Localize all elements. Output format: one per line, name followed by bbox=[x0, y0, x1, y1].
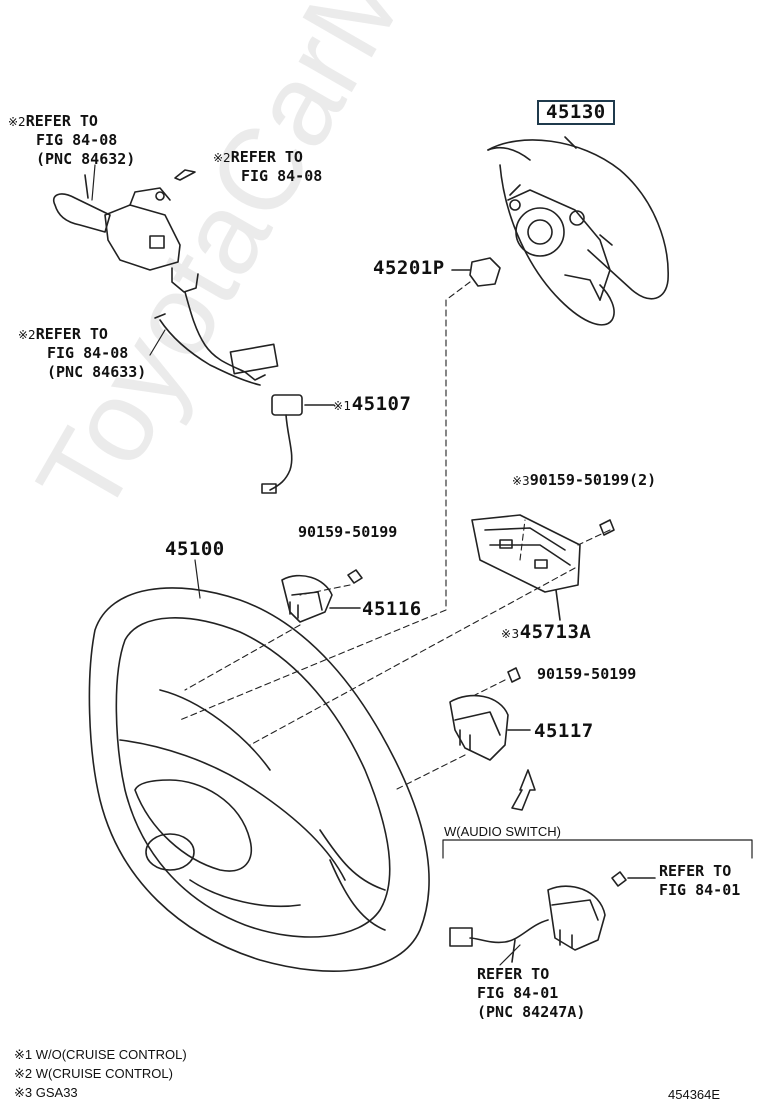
figure-code: 454364E bbox=[668, 1087, 721, 1102]
part-number: 45107 bbox=[351, 393, 412, 415]
part-45107-label: ※145107 bbox=[333, 395, 411, 416]
legend-note-3: ※3 GSA33 bbox=[14, 1085, 78, 1100]
part-45130-label: 45130 bbox=[537, 100, 615, 125]
part-90159-2-label: ※390159-50199(2) bbox=[512, 471, 656, 491]
callout-refer-84632: ※2REFER TO bbox=[8, 112, 98, 132]
part-45713a-label: ※345713A bbox=[501, 623, 591, 644]
connector-harness-45107-drawing bbox=[261, 394, 335, 494]
assembly-dash-lines bbox=[179, 281, 611, 791]
callout-refer-84-08-line2: FIG 84-08 bbox=[241, 167, 323, 185]
switch-45117-drawing bbox=[449, 667, 536, 811]
part-45116-label: 45116 bbox=[362, 598, 422, 620]
cruise-switch-drawing bbox=[53, 169, 279, 386]
callout-refer-84633-line3: (PNC 84633) bbox=[47, 363, 147, 381]
callout-refer-84632-line3: (PNC 84632) bbox=[36, 150, 136, 168]
cover-45116-drawing bbox=[281, 569, 363, 623]
steering-wheel-drawing bbox=[88, 587, 430, 972]
part-number: 90159-50199(2) bbox=[529, 471, 657, 489]
part-90159-mid-label: 90159-50199 bbox=[298, 523, 398, 541]
callout-refer-84633-line2: FIG 84-08 bbox=[47, 344, 129, 362]
callout-refer-84633: ※2REFER TO bbox=[18, 325, 108, 345]
callout-refer-84-01: REFER TO bbox=[659, 862, 732, 880]
callout-refer-84247a-line2: FIG 84-01 bbox=[477, 984, 559, 1002]
note-mark: ※2 bbox=[18, 328, 36, 342]
callout-refer-84-08: ※2REFER TO bbox=[213, 148, 303, 168]
part-45201p-label: 45201P bbox=[373, 257, 445, 279]
variant-audio-switch-label: W(AUDIO SWITCH) bbox=[444, 824, 561, 839]
callout-refer-84247a: REFER TO bbox=[477, 965, 550, 983]
airbag-assembly-drawing bbox=[487, 136, 669, 326]
callout-line: REFER TO bbox=[35, 325, 108, 343]
part-45100-label: 45100 bbox=[165, 538, 225, 560]
callout-refer-84-01-line2: FIG 84-01 bbox=[659, 881, 741, 899]
part-90159-low-label: 90159-50199 bbox=[537, 665, 637, 683]
audio-switch-drawing bbox=[449, 871, 656, 963]
audio-switch-variant-frame bbox=[442, 839, 753, 859]
part-number: 45713A bbox=[519, 621, 592, 643]
legend-note-2: ※2 W(CRUISE CONTROL) bbox=[14, 1066, 173, 1081]
legend-note-1: ※1 W/O(CRUISE CONTROL) bbox=[14, 1047, 187, 1062]
note-mark: ※1 bbox=[333, 399, 352, 413]
part-45117-label: 45117 bbox=[534, 720, 594, 742]
note-mark: ※2 bbox=[8, 115, 26, 129]
bracket-45713a-drawing bbox=[471, 514, 615, 621]
note-mark: ※3 bbox=[501, 627, 520, 641]
note-mark: ※3 bbox=[512, 474, 530, 488]
callout-line: REFER TO bbox=[25, 112, 98, 130]
callout-line: REFER TO bbox=[230, 148, 303, 166]
callout-refer-84632-line2: FIG 84-08 bbox=[36, 131, 118, 149]
callout-refer-84247a-line3: (PNC 84247A) bbox=[477, 1003, 586, 1021]
note-mark: ※2 bbox=[213, 151, 231, 165]
nut-45201p-drawing bbox=[451, 257, 501, 287]
leader-lines bbox=[91, 164, 521, 966]
